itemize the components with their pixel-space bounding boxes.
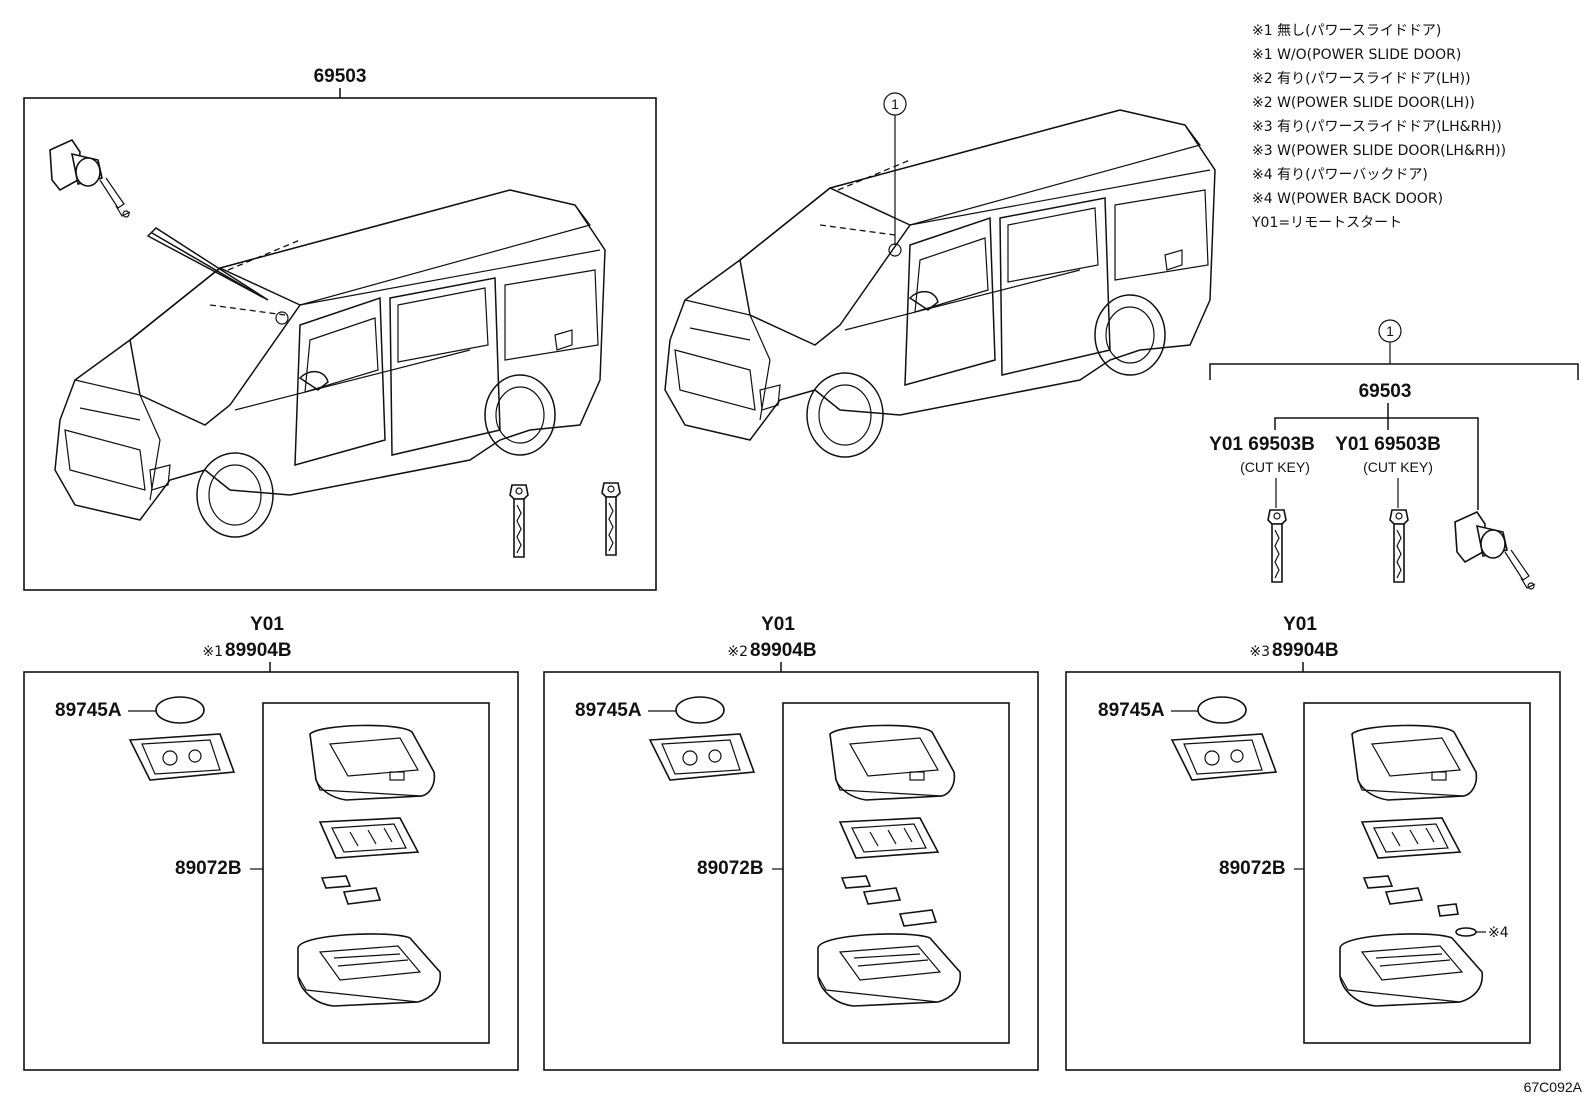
- case-subbox: [782, 702, 1010, 1044]
- top-left-assembly: 69503: [23, 66, 657, 591]
- part-number-69503: 69503: [1359, 381, 1412, 402]
- note-line: ※1 無し(パワースライドドア): [1252, 23, 1441, 39]
- remote-code: Y01: [250, 614, 284, 635]
- assembly-box: [23, 97, 657, 591]
- remote-part-number: 89904B: [225, 640, 292, 661]
- notes-list: ※1 無し(パワースライドドア) ※1 W/O(POWER SLIDE DOOR…: [1251, 23, 1506, 231]
- remote-code: Y01: [1283, 614, 1317, 635]
- remote-group-1: Y01 ※1 89904B 89745A 89072B: [23, 614, 519, 1071]
- arrow-head: [146, 227, 269, 301]
- remote-box: [1065, 671, 1561, 1071]
- key-b-note: (CUT KEY): [1363, 459, 1433, 475]
- note-line: ※3 W(POWER SLIDE DOOR(LH&RH)): [1252, 143, 1506, 159]
- note-line: Y01=リモートスタート: [1251, 215, 1402, 231]
- key-a-note: (CUT KEY): [1240, 459, 1310, 475]
- figure-id: 67C092A: [1524, 1079, 1583, 1095]
- note-line: ※2 有り(パワースライドドア(LH)): [1252, 71, 1471, 87]
- remote-mark: ※3: [1249, 644, 1270, 660]
- remote-box: [23, 671, 519, 1071]
- callout-number: 1: [891, 96, 899, 112]
- case-part-number: 89072B: [1219, 858, 1286, 879]
- van-icon: [664, 109, 1216, 458]
- key-set-group: 1 69503 Y01 69503B (CUT KEY) Y01 69503B …: [1209, 319, 1579, 590]
- case-subbox: [262, 702, 490, 1044]
- case-part-number: 89072B: [697, 858, 764, 879]
- key-icon: [601, 482, 621, 556]
- battery-part-number: 89745A: [575, 700, 642, 721]
- note-line: ※4 有り(パワーバックドア): [1252, 167, 1428, 183]
- key-icon: [509, 484, 529, 558]
- note-line: ※1 W/O(POWER SLIDE DOOR): [1252, 47, 1461, 63]
- key-icon: [1267, 509, 1287, 583]
- note-line: ※4 W(POWER BACK DOOR): [1252, 191, 1443, 207]
- note-line: ※3 有り(パワースライドドア(LH&RH)): [1252, 119, 1502, 135]
- extra-mark: ※4: [1488, 925, 1509, 941]
- key-b-code: Y01 69503B: [1335, 434, 1441, 455]
- remote-group-3: Y01 ※3 89904B 89745A 89072B ※4: [1065, 614, 1561, 1071]
- note-line: ※2 W(POWER SLIDE DOOR(LH)): [1252, 95, 1475, 111]
- remote-code: Y01: [761, 614, 795, 635]
- remote-part-number: 89904B: [1272, 640, 1339, 661]
- remote-box: [543, 671, 1039, 1071]
- remote-parts-icon: [1171, 696, 1484, 1007]
- lock-cylinder-icon: [49, 139, 131, 218]
- remote-mark: ※1: [202, 644, 223, 660]
- remote-group-2: Y01 ※2 89904B 89745A 89072B: [543, 614, 1039, 1071]
- center-van-view: 1: [664, 92, 1216, 458]
- remote-mark: ※2: [727, 644, 748, 660]
- case-subbox: [1303, 702, 1531, 1044]
- case-part-number: 89072B: [175, 858, 242, 879]
- lock-cylinder-icon: [1454, 511, 1536, 590]
- battery-part-number: 89745A: [55, 700, 122, 721]
- callout-number: 1: [1386, 323, 1394, 339]
- battery-part-number: 89745A: [1098, 700, 1165, 721]
- part-number-69503: 69503: [314, 66, 367, 87]
- remote-parts-icon: [129, 696, 442, 1007]
- remote-part-number: 89904B: [750, 640, 817, 661]
- key-a-code: Y01 69503B: [1209, 434, 1315, 455]
- key-icon: [1389, 509, 1409, 583]
- remote-parts-icon: [649, 696, 962, 1007]
